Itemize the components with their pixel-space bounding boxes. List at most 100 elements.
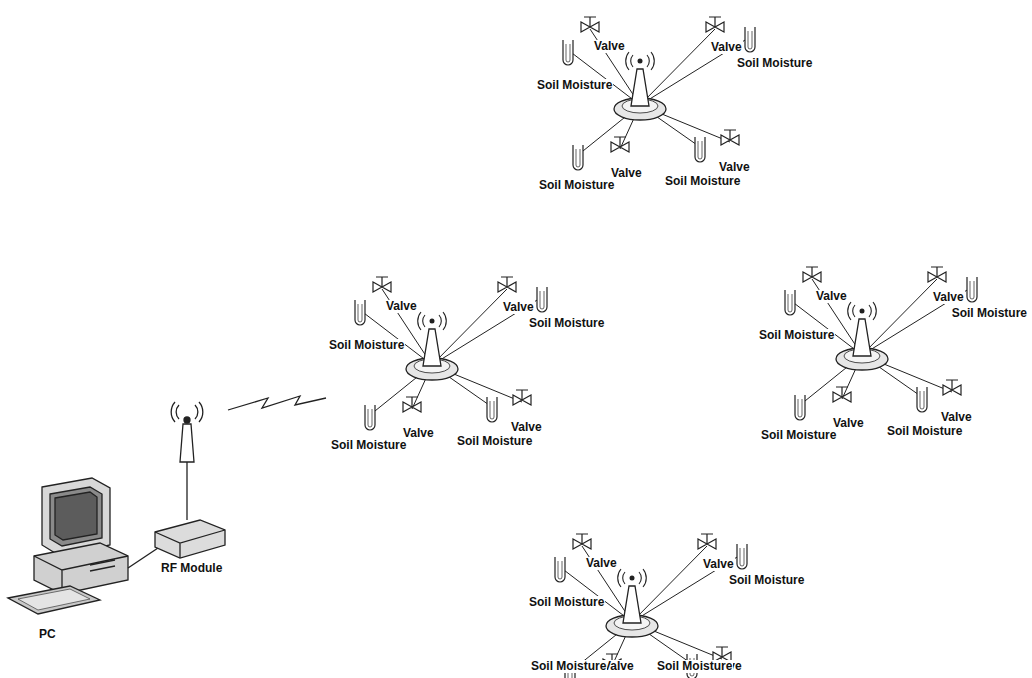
device-label: Soil Moisture: [538, 179, 615, 192]
soil-moisture-sensor: [358, 304, 362, 322]
device-label: Soil Moisture: [528, 317, 605, 330]
spoke-wire: [432, 289, 507, 365]
valve-symbol: [406, 397, 418, 407]
soil-moisture-sensor: [698, 141, 702, 159]
device-label: Soil Moisture: [530, 660, 607, 673]
device-label: Soil Moisture: [758, 329, 835, 342]
device-label: Soil Moisture: [528, 596, 605, 609]
radio-waves: [418, 312, 447, 330]
component-label: RF Module: [160, 562, 223, 575]
soil-moisture-sensor: [920, 391, 924, 409]
spoke-wire: [640, 29, 715, 105]
soil-moisture-sensor: [745, 27, 755, 52]
soil-moisture-sensor: [970, 281, 974, 299]
valve-symbol: [931, 267, 943, 277]
spoke-wire: [862, 287, 972, 355]
spoke-wire: [632, 554, 742, 622]
radio-waves: [626, 52, 655, 70]
spoke-wire: [360, 310, 432, 365]
sensor-cluster: [785, 267, 977, 420]
valve-symbol: [806, 267, 818, 277]
valve-symbol: [576, 534, 588, 544]
soil-moisture-sensor: [917, 387, 927, 412]
hub-antenna: [430, 319, 435, 324]
device-label: Valve: [718, 161, 751, 174]
hub-antenna: [860, 309, 865, 314]
device-label: Soil Moisture: [456, 435, 533, 448]
spoke-wire: [568, 50, 640, 105]
device-label: Valve: [932, 291, 965, 304]
hub-antenna: [631, 69, 649, 106]
soil-moisture-sensor: [576, 149, 580, 167]
soil-moisture-sensor: [355, 300, 365, 325]
device-label: Soil Moisture: [664, 175, 741, 188]
rf-module-illustration: [155, 402, 225, 558]
radio-waves: [848, 302, 877, 320]
device-label: Valve: [940, 411, 973, 424]
device-label: Soil Moisture: [656, 660, 733, 673]
device-label: Valve: [815, 290, 848, 303]
valve-symbol: [584, 17, 596, 27]
soil-moisture-sensor: [740, 548, 744, 566]
soil-moisture-sensor: [537, 287, 547, 312]
hub-antenna: [630, 576, 635, 581]
spoke-wire: [790, 300, 862, 355]
pc-illustration: [8, 478, 158, 614]
soil-moisture-sensor: [785, 290, 795, 315]
hub-antenna: [423, 329, 441, 366]
soil-moisture-sensor: [368, 409, 372, 427]
device-label: Valve: [702, 558, 735, 571]
device-label: Soil Moisture: [760, 429, 837, 442]
valve-symbol: [614, 137, 626, 147]
device-label: Soil Moisture: [886, 425, 963, 438]
valve-symbol: [724, 130, 736, 140]
spoke-wire: [432, 297, 542, 365]
soil-moisture-sensor: [365, 405, 375, 430]
soil-moisture-sensor: [566, 44, 570, 62]
soil-moisture-sensor: [795, 395, 805, 420]
sensor-cluster: [355, 277, 547, 430]
device-label: Valve: [710, 41, 743, 54]
valve-symbol: [516, 390, 528, 400]
spoke-wire: [560, 567, 632, 622]
valve-symbol: [716, 647, 728, 657]
valve-symbol: [501, 277, 513, 287]
soil-moisture-sensor: [573, 145, 583, 170]
soil-moisture-sensor: [737, 544, 747, 569]
device-label: Soil Moisture: [951, 307, 1028, 320]
hub-antenna: [623, 586, 641, 623]
device-label: Soil Moisture: [736, 57, 813, 70]
soil-moisture-sensor: [967, 277, 977, 302]
soil-moisture-sensor: [695, 137, 705, 162]
wireless-link: [228, 396, 326, 410]
device-label: Soil Moisture: [536, 79, 613, 92]
soil-moisture-sensor: [540, 291, 544, 309]
device-label: Soil Moisture: [728, 574, 805, 587]
device-label: Valve: [585, 557, 618, 570]
spoke-wire: [862, 279, 937, 355]
valve-symbol: [946, 380, 958, 390]
soil-moisture-sensor: [487, 397, 497, 422]
radio-waves: [618, 569, 647, 587]
device-label: Soil Moisture: [328, 339, 405, 352]
soil-moisture-sensor: [563, 40, 573, 65]
valve-symbol: [709, 17, 721, 27]
device-label: Valve: [385, 300, 418, 313]
soil-moisture-sensor: [788, 294, 792, 312]
device-label: Soil Moisture: [330, 439, 407, 452]
soil-moisture-sensor: [555, 557, 565, 582]
hub-antenna: [638, 59, 643, 64]
sensor-cluster: [563, 17, 755, 170]
valve-symbol: [701, 534, 713, 544]
hub-antenna: [853, 319, 871, 356]
soil-moisture-sensor: [558, 561, 562, 579]
soil-moisture-sensor: [490, 401, 494, 419]
device-label: Valve: [593, 40, 626, 53]
soil-moisture-sensor: [748, 31, 752, 49]
device-label: Valve: [510, 421, 543, 434]
valve-symbol: [376, 277, 388, 287]
component-label: PC: [38, 628, 57, 641]
valve-symbol: [836, 387, 848, 397]
spoke-wire: [632, 546, 707, 622]
